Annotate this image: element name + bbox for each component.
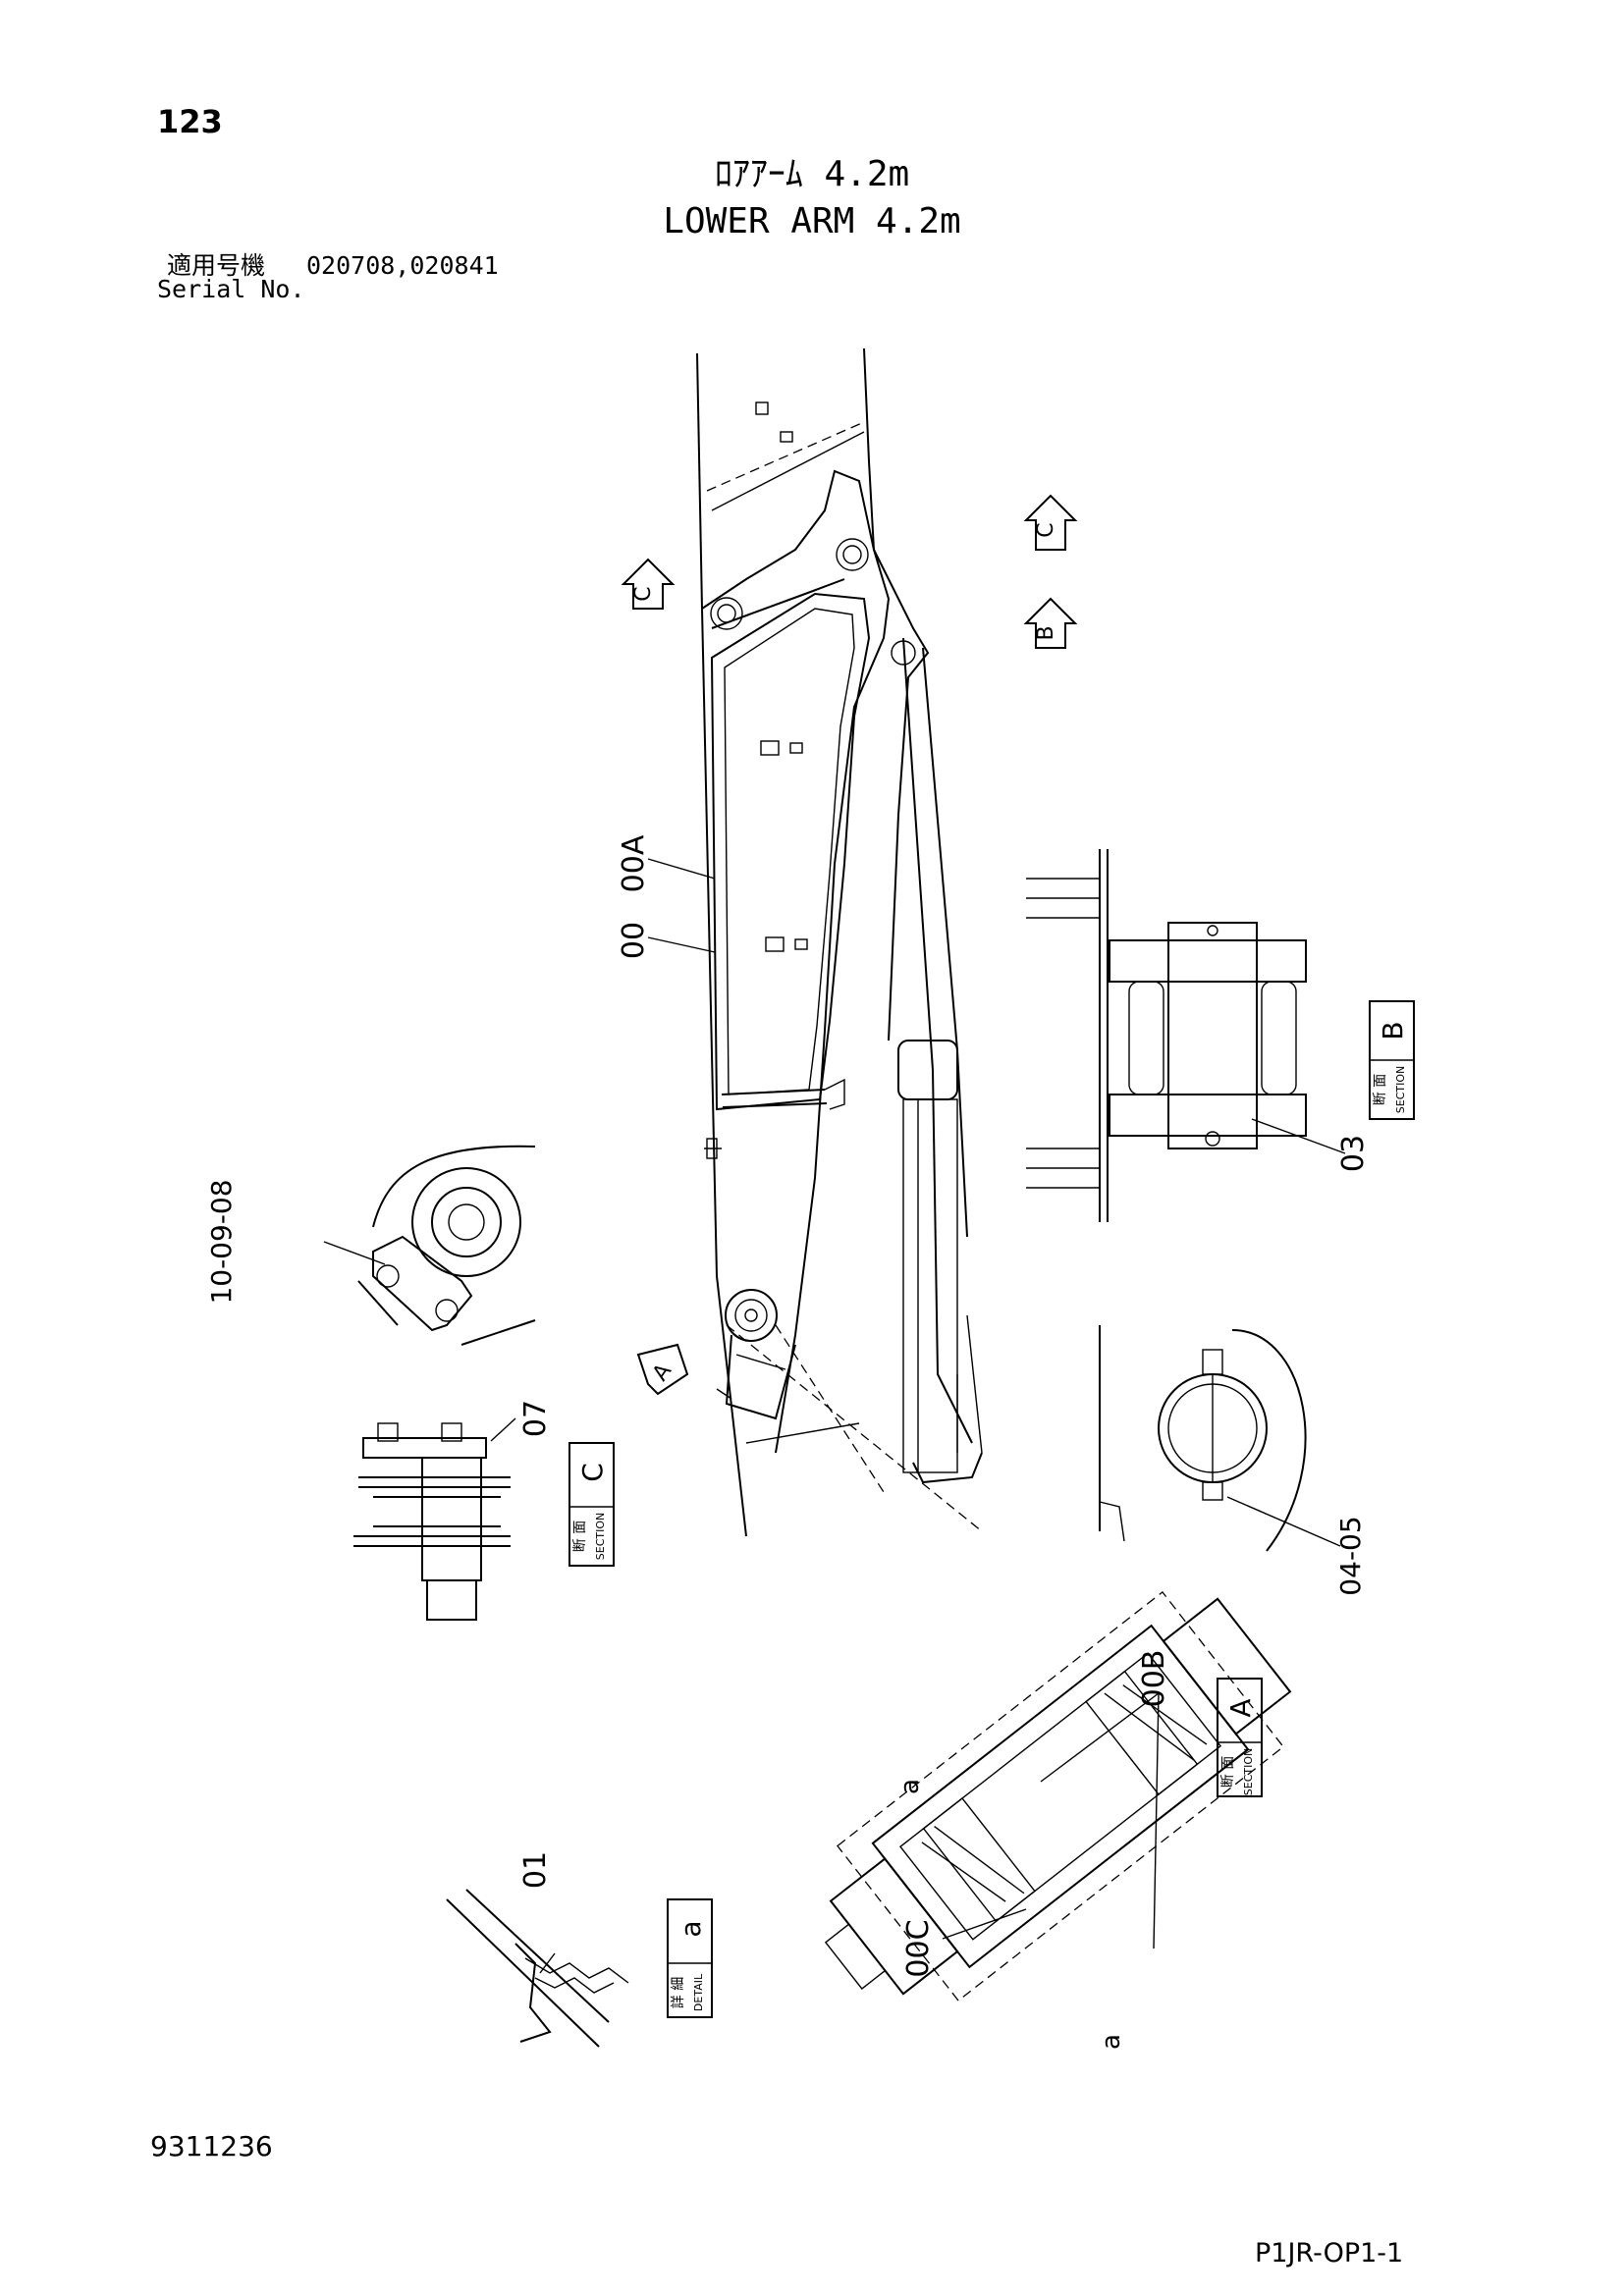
section-a-view [824, 1590, 1292, 2002]
svg-text:01: 01 [518, 1851, 553, 1889]
callout-03: 03 [1336, 1135, 1371, 1172]
view-arrow-a-left: A [636, 1343, 689, 1396]
svg-text:断 面: 断 面 [572, 1521, 588, 1552]
svg-text:SECTION: SECTION [1394, 1066, 1407, 1113]
svg-text:a: a [1097, 2034, 1126, 2050]
svg-text:00A: 00A [617, 834, 651, 892]
svg-text:B: B [1034, 625, 1058, 640]
callout-01: 01 [518, 1851, 553, 1889]
title-japanese: ﾛｱｱｰﾑ 4.2m [714, 154, 910, 194]
view-arrow-c-right: C [1023, 494, 1078, 551]
svg-text:SECTION: SECTION [1242, 1748, 1255, 1795]
svg-text:a: a [895, 1779, 925, 1794]
svg-text:10-09-08: 10-09-08 [205, 1179, 238, 1304]
document-number: 9311236 [150, 2130, 273, 2163]
callout-04-05: 04-05 [1334, 1516, 1367, 1595]
svg-text:04-05: 04-05 [1334, 1516, 1367, 1595]
svg-text:C: C [1034, 522, 1058, 537]
section-b-view [1026, 849, 1346, 1222]
callout-10-09-08: 10-09-08 [205, 1179, 238, 1304]
view-arrow-c-left: C [621, 558, 676, 610]
lower-arm-main-view [696, 347, 983, 1537]
svg-text:A: A [648, 1360, 677, 1386]
svg-text:DETAIL: DETAIL [692, 1973, 705, 2011]
title-english: LOWER ARM 4.2m [663, 201, 961, 241]
svg-text:断 面: 断 面 [1373, 1074, 1388, 1105]
view-arrow-b-right: B [1023, 597, 1078, 649]
svg-text:詳 細: 詳 細 [671, 1977, 686, 2008]
page-number: 123 [157, 103, 223, 140]
callout-00b: 00B [1137, 1650, 1171, 1708]
svg-text:SECTION: SECTION [594, 1513, 607, 1560]
svg-text:00B: 00B [1137, 1650, 1171, 1708]
callout-a-lower: a [1097, 2034, 1126, 2050]
detail-a-view [446, 1889, 629, 2048]
section-label-b: 断 面 SECTION B [1369, 1000, 1415, 1120]
detail-label-a: 詳 細 DETAIL a [667, 1898, 713, 2018]
svg-text:C: C [631, 586, 656, 601]
svg-text:03: 03 [1336, 1135, 1371, 1172]
svg-text:00: 00 [617, 922, 651, 959]
svg-text:B: B [1377, 1021, 1409, 1040]
callout-00: 00 [617, 922, 716, 959]
callout-00c: 00C [901, 1919, 936, 1977]
svg-text:A: A [1224, 1698, 1257, 1717]
serial-numbers: 020708,020841 [306, 251, 499, 280]
section-label-c: 断 面 SECTION C [568, 1442, 615, 1567]
svg-text:断 面: 断 面 [1220, 1756, 1236, 1788]
callout-a-upper: a [895, 1779, 925, 1794]
section-label-a: 断 面 SECTION A [1217, 1678, 1263, 1797]
serial-label-english: Serial No. [157, 275, 305, 303]
section-c-view [353, 1417, 516, 1621]
detail-08-view [323, 1145, 536, 1346]
serial-label-japanese: 適用号機 [167, 251, 266, 280]
callout-07: 07 [518, 1400, 553, 1437]
callout-00a: 00A [617, 834, 716, 892]
svg-text:a: a [675, 1920, 707, 1937]
svg-text:07: 07 [518, 1400, 553, 1437]
drawing-code: P1JR-OP1-1 [1255, 2238, 1404, 2269]
svg-text:C: C [576, 1463, 609, 1482]
detail-04-view [1099, 1325, 1341, 1552]
svg-text:00C: 00C [901, 1919, 936, 1977]
